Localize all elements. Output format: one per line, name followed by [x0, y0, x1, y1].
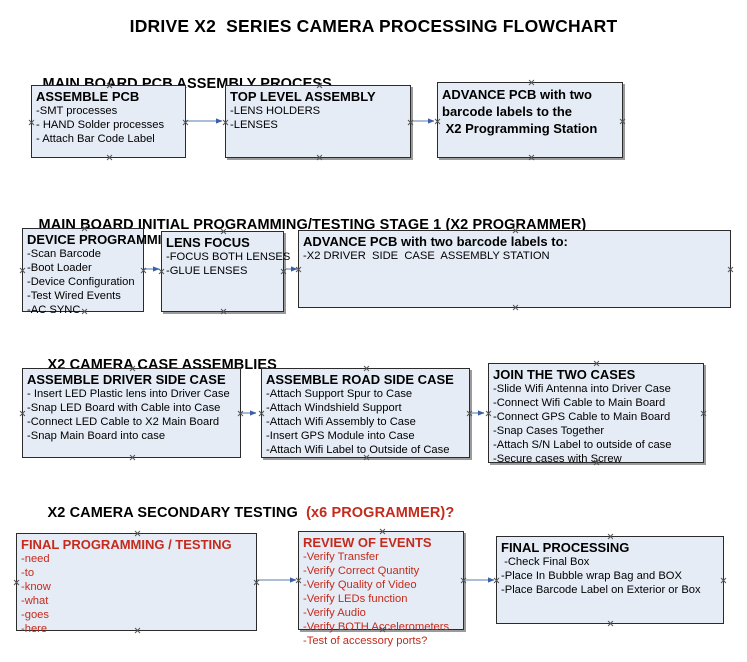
box-line: -here — [21, 623, 48, 635]
box-content: LENS FOCUS -FOCUS BOTH LENSES -GLUE LENS… — [162, 232, 291, 278]
box-review-of-events[interactable]: REVIEW OF EVENTS -Verify Transfer -Verif… — [298, 531, 464, 647]
box-assemble-pcb[interactable]: ASSEMBLE PCB -SMT processes - HAND Solde… — [31, 85, 186, 158]
box-line: -LENSES — [230, 119, 278, 131]
box-line: -LENS HOLDERS — [230, 105, 321, 117]
box-content: FINAL PROGRAMMING / TESTING -need -to -k… — [17, 534, 256, 636]
box-final-programming-testing[interactable]: FINAL PROGRAMMING / TESTING -need -to -k… — [16, 533, 257, 635]
box-lens-focus[interactable]: LENS FOCUS -FOCUS BOTH LENSES -GLUE LENS… — [161, 231, 291, 315]
box-title: FINAL PROCESSING — [501, 540, 630, 555]
box-title: ASSEMBLE DRIVER SIDE CASE — [27, 372, 226, 387]
box-line: -Snap Main Board into case — [27, 430, 166, 442]
box-line: -Verify LEDs function — [303, 593, 408, 605]
resize-handle-bottom[interactable] — [106, 154, 113, 161]
resize-handle-bottom[interactable] — [528, 154, 535, 161]
box-content: REVIEW OF EVENTS -Verify Transfer -Verif… — [299, 532, 463, 648]
box-line: - HAND Solder processes — [36, 119, 165, 131]
box-line: -Connect LED Cable to X2 Main Board — [27, 416, 220, 428]
box-content: ASSEMBLE PCB -SMT processes - HAND Solde… — [32, 86, 185, 146]
box-line: -what — [21, 595, 49, 607]
box-line: -Attach Wifi Label to Outside of Case — [266, 444, 450, 456]
box-title: REVIEW OF EVENTS — [303, 535, 432, 550]
page-title: IDRIVE X2 SERIES CAMERA PROCESSING FLOWC… — [129, 16, 618, 36]
box-line: -Attach Windshield Support — [266, 402, 402, 414]
box-title: DEVICE PROGRAMMING — [27, 232, 181, 247]
box-line: - Insert LED Plastic lens into Driver Ca… — [27, 388, 230, 400]
box-line: -Verify BOTH Accelerometers — [303, 621, 450, 633]
box-content: DEVICE PROGRAMMING -Scan Barcode -Boot L… — [23, 229, 181, 317]
box-line: -Slide Wifi Antenna into Driver Case — [493, 383, 671, 395]
box-line: -Verify Transfer — [303, 551, 379, 563]
resize-handle-right[interactable] — [727, 266, 734, 273]
section-heading-x2-camera-secondary-testing: X2 CAMERA SECONDARY TESTING (x6 PROGRAMM… — [31, 489, 455, 537]
box-top-level-assembly[interactable]: TOP LEVEL ASSEMBLY -LENS HOLDERS -LENSES — [225, 85, 411, 158]
box-line: -X2 DRIVER SIDE CASE ASSEMBLY STATION — [303, 250, 550, 262]
box-line: -to — [21, 567, 35, 579]
box-line: -Scan Barcode — [27, 248, 102, 260]
box-title: JOIN THE TWO CASES — [493, 367, 636, 382]
section-heading-text: X2 CAMERA SECONDARY TESTING — [47, 505, 307, 521]
box-final-processing[interactable]: FINAL PROCESSING -Check Final Box -Place… — [496, 536, 724, 624]
box-title: FINAL PROGRAMMING / TESTING — [21, 537, 232, 552]
box-line: -Connect GPS Cable to Main Board — [493, 411, 671, 423]
box-assemble-driver-side-case[interactable]: ASSEMBLE DRIVER SIDE CASE - Insert LED P… — [22, 368, 241, 458]
box-line: -SMT processes — [36, 105, 118, 117]
box-line: -Attach Support Spur to Case — [266, 388, 413, 400]
box-line: -Insert GPS Module into Case — [266, 430, 415, 442]
box-line: -Test Wired Events — [27, 290, 121, 302]
box-line: -FOCUS BOTH LENSES — [166, 251, 291, 263]
box-line: -Attach S/N Label to outside of case — [493, 439, 672, 451]
box-line: -Verify Audio — [303, 607, 366, 619]
box-advance-pcb-to-x2-programming-station[interactable]: ADVANCE PCB with two barcode labels to t… — [437, 82, 623, 158]
box-line: -Secure cases with Screw — [493, 453, 622, 465]
box-content: ASSEMBLE ROAD SIDE CASE -Attach Support … — [262, 369, 469, 457]
box-line: -AC SYNC — [27, 304, 81, 316]
resize-handle-bottom[interactable] — [607, 620, 614, 627]
box-line: -Snap LED Board with Cable into Case — [27, 402, 221, 414]
box-content: ADVANCE PCB with two barcode labels to: … — [299, 231, 730, 263]
box-line: -need — [21, 553, 50, 565]
box-line: -Connect Wifi Cable to Main Board — [493, 397, 666, 409]
box-line: -GLUE LENSES — [166, 265, 248, 277]
box-title: ASSEMBLE PCB — [36, 89, 140, 104]
box-content: FINAL PROCESSING -Check Final Box -Place… — [497, 537, 723, 597]
box-title: ASSEMBLE ROAD SIDE CASE — [266, 372, 454, 387]
box-line: -goes — [21, 609, 49, 621]
box-line-overflow: -Test of accessory ports? — [303, 635, 428, 647]
box-line: -know — [21, 581, 51, 593]
box-content: ADVANCE PCB with two barcode labels to t… — [438, 83, 622, 137]
box-content: ASSEMBLE DRIVER SIDE CASE - Insert LED P… — [23, 369, 240, 443]
box-line: -Verify Correct Quantity — [303, 565, 420, 577]
box-device-programming[interactable]: DEVICE PROGRAMMING -Scan Barcode -Boot L… — [22, 228, 181, 316]
box-content: JOIN THE TWO CASES -Slide Wifi Antenna i… — [489, 364, 703, 466]
section-heading-red-suffix: (x6 PROGRAMMER)? — [306, 505, 455, 521]
box-title: LENS FOCUS — [166, 235, 250, 250]
box-line: -Place Barcode Label on Exterior or Box — [501, 584, 701, 596]
box-line: -Verify Quality of Video — [303, 579, 417, 591]
resize-handle-bottom[interactable] — [316, 154, 323, 161]
resize-handle-bottom[interactable] — [512, 304, 519, 311]
box-line: -Place In Bubble wrap Bag and BOX — [501, 570, 682, 582]
box-line: -Device Configuration — [27, 276, 135, 288]
box-title: TOP LEVEL ASSEMBLY — [230, 89, 376, 104]
box-line: -Snap Cases Together — [493, 425, 605, 437]
box-content: TOP LEVEL ASSEMBLY -LENS HOLDERS -LENSES — [226, 86, 410, 132]
box-line: -Check Final Box — [501, 556, 590, 568]
resize-handle-bottom[interactable] — [220, 308, 227, 315]
box-line: -Boot Loader — [27, 262, 92, 274]
resize-handle-bottom[interactable] — [129, 454, 136, 461]
resize-handle-left[interactable] — [295, 266, 302, 273]
box-title: ADVANCE PCB with two barcode labels to: — [303, 234, 568, 249]
box-line: - Attach Bar Code Label — [36, 133, 155, 145]
box-title: ADVANCE PCB with two barcode labels to t… — [442, 87, 598, 136]
box-assemble-road-side-case[interactable]: ASSEMBLE ROAD SIDE CASE -Attach Support … — [261, 368, 470, 458]
box-join-the-two-cases[interactable]: JOIN THE TWO CASES -Slide Wifi Antenna i… — [488, 363, 704, 466]
box-advance-pcb-to-driver-side-case-assembly[interactable]: ADVANCE PCB with two barcode labels to: … — [298, 230, 731, 308]
box-line: -Attach Wifi Assembly to Case — [266, 416, 416, 428]
